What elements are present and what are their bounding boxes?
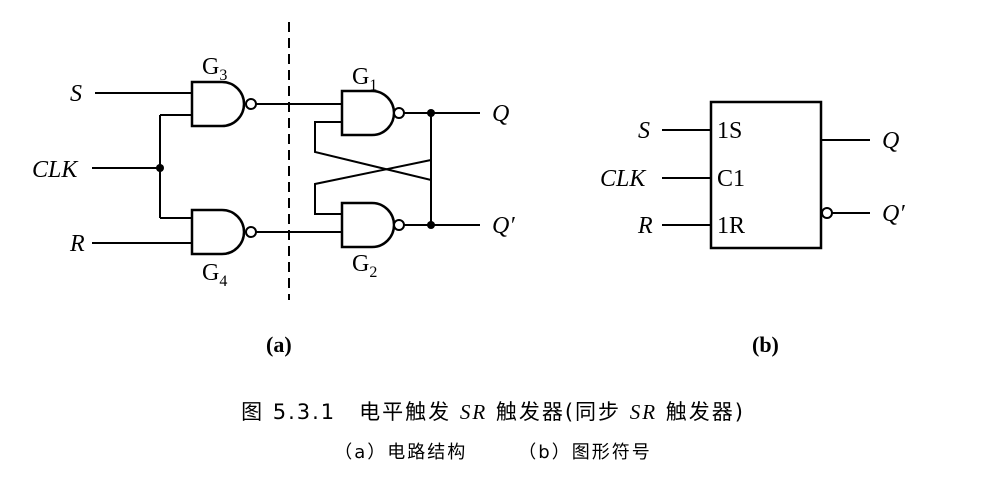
symbol-qbar-bubble — [821, 207, 833, 219]
gate-g3-bubble — [245, 98, 257, 110]
symbol-output-qbar: Q′ — [882, 201, 905, 227]
gate-g4 — [190, 208, 246, 256]
input-label-r: R — [69, 231, 85, 257]
gate-g2-bubble — [393, 219, 405, 231]
symbol-input-clk: CLK — [600, 166, 647, 192]
gate-g1 — [340, 89, 396, 137]
gate-g2 — [340, 201, 396, 249]
symbol-input-s: S — [638, 118, 650, 144]
symbol-b: S CLK R 1S C1 1R Q Q′ (b) — [600, 100, 905, 357]
symbol-pin-c1: C1 — [717, 166, 745, 192]
input-label-s: S — [70, 81, 82, 107]
gate-g1-bubble — [393, 107, 405, 119]
junction-qbar — [427, 221, 435, 229]
tag-a: (a) — [266, 332, 292, 357]
circuit-a: S CLK R Q Q′ G3 G1 G4 G2 (a) — [32, 22, 515, 357]
junction-q — [427, 109, 435, 117]
wire-feedback-q — [314, 113, 432, 182]
figure-caption: 图 5.3.1 电平触发 SR 触发器(同步 SR 触发器) — [241, 400, 745, 424]
junction-clk — [156, 164, 164, 172]
symbol-pin-1s: 1S — [717, 118, 742, 144]
input-label-clk: CLK — [32, 157, 79, 183]
gate-g4-bubble — [245, 226, 257, 238]
symbol-output-q: Q — [882, 128, 899, 154]
wire-clk — [92, 114, 192, 219]
output-label-q: Q — [492, 101, 509, 127]
gate-g3 — [190, 80, 246, 128]
symbol-pin-1r: 1R — [717, 213, 745, 239]
symbol-box — [709, 100, 823, 250]
gate-label-g4: G4 — [202, 260, 227, 290]
gate-label-g2: G2 — [352, 251, 377, 281]
symbol-input-r: R — [637, 213, 653, 239]
output-label-qbar: Q′ — [492, 213, 515, 239]
tag-b: (b) — [752, 332, 779, 357]
wire-feedback-qbar — [314, 158, 432, 225]
figure-subcaption: （a）电路结构 （b）图形符号 — [334, 442, 651, 463]
gate-label-g3: G3 — [202, 54, 227, 84]
gate-label-g1: G1 — [352, 64, 377, 94]
